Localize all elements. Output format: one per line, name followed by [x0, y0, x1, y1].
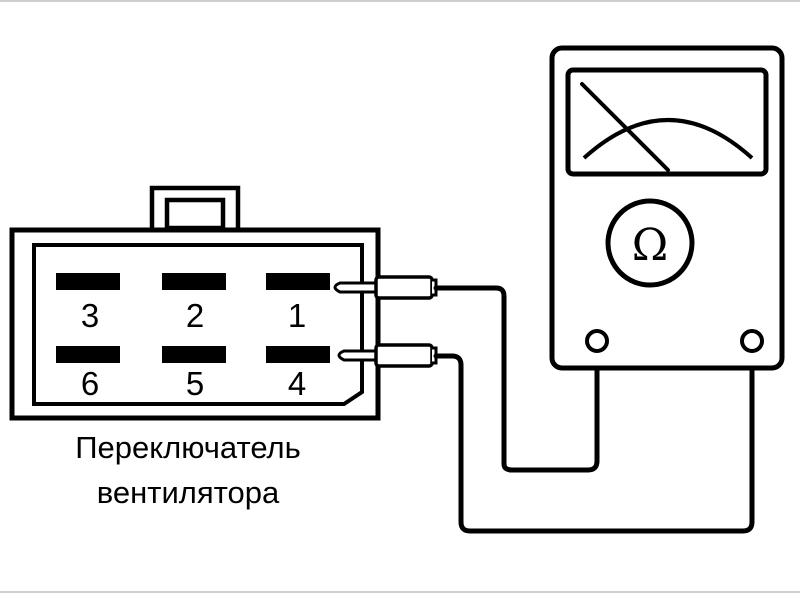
pin-label-1: 1 [288, 297, 306, 334]
probe-lower-tip [337, 349, 378, 362]
probe-upper [333, 275, 438, 300]
ohmmeter-terminal-right [740, 329, 764, 353]
ohmmeter: Ω [549, 45, 785, 371]
pin-label-2: 2 [186, 297, 204, 334]
probe-lower-handle [374, 343, 434, 368]
ohmmeter-range-dial [605, 198, 695, 288]
test-lead-lower [433, 345, 755, 534]
pin-contact-2 [162, 273, 226, 290]
pin-label-4: 4 [288, 365, 306, 402]
caption-line-1: Переключатель [75, 430, 301, 465]
probe-upper-tip [333, 281, 378, 294]
ohmmeter-scale-arc [582, 118, 754, 160]
connector-housing-outer [9, 227, 381, 421]
pin-label-3: 3 [81, 297, 99, 334]
probe-upper-handle [374, 275, 434, 300]
ohm-symbol: Ω [632, 220, 668, 271]
fan-switch-connector: 3 2 1 6 5 4 [9, 185, 381, 421]
pin-label-5: 5 [186, 365, 204, 402]
pin-contact-1 [266, 273, 330, 290]
caption-line-2: вентилятора [97, 475, 280, 510]
ohmmeter-needle [580, 82, 670, 172]
connector-housing-inner [32, 243, 364, 406]
pin-contact-3 [56, 273, 120, 290]
pin-contact-5 [162, 346, 226, 363]
test-lead-upper [433, 285, 600, 473]
pin-label-6: 6 [81, 365, 99, 402]
pin-contact-6 [56, 346, 120, 363]
connector-latch [149, 185, 241, 230]
ohmmeter-terminal-left [585, 329, 609, 353]
probe-lower [337, 343, 438, 368]
pin-contact-4 [266, 346, 330, 363]
connector-latch-window [164, 197, 226, 231]
